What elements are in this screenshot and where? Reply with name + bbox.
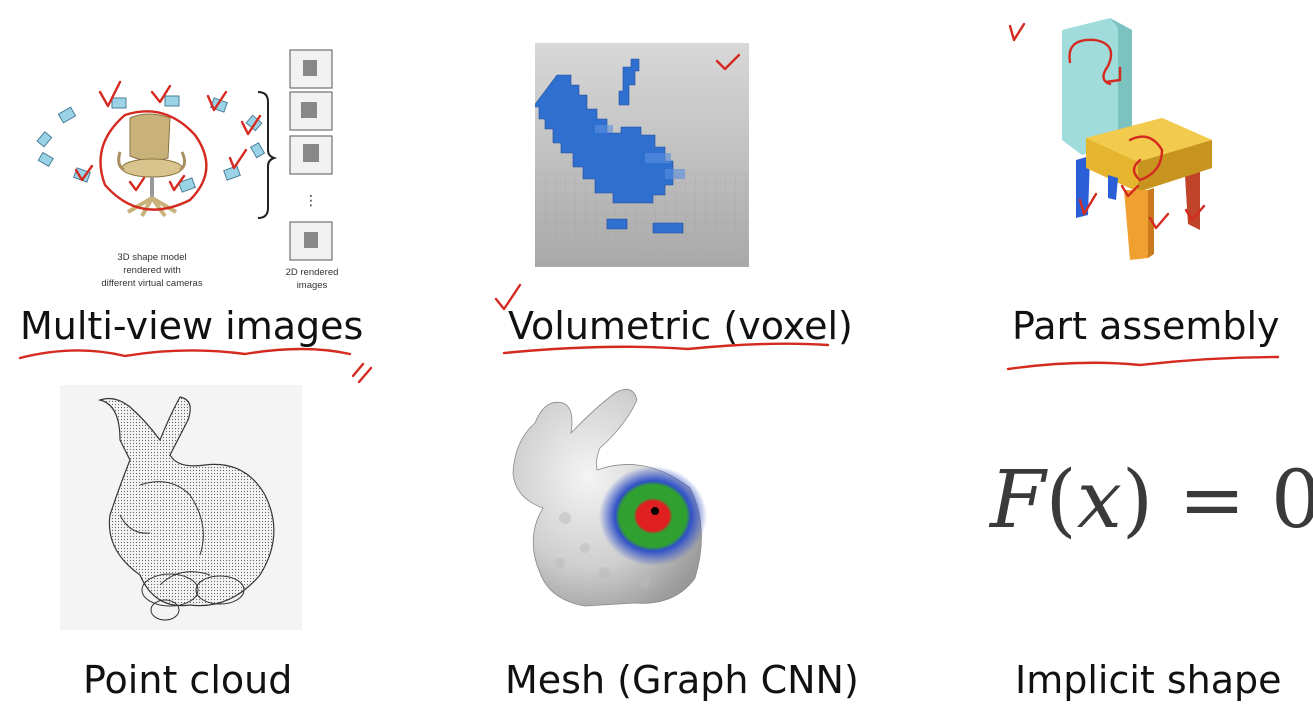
rendered-caption-line2: images	[297, 280, 328, 291]
model-caption-line2: rendered with	[123, 265, 181, 276]
caption-mesh: Mesh (Graph CNN)	[505, 658, 859, 702]
caption-implicit-shape: Implicit shape	[1015, 658, 1282, 702]
caption-underline-part-assembly	[1006, 355, 1280, 371]
caption-point-cloud: Point cloud	[83, 658, 293, 702]
rendered-caption-line1: 2D rendered	[286, 267, 339, 278]
formula-open-paren: (	[1045, 453, 1077, 546]
point-cloud-bunny-image	[60, 385, 302, 630]
caption-multiview-images: Multi-view images	[20, 304, 364, 348]
chair-parts-image	[1000, 10, 1220, 265]
ellipsis-dots: ⋮	[304, 193, 318, 209]
formula-function: F	[990, 453, 1046, 546]
formula-variable: x	[1076, 453, 1122, 546]
caption-part-assembly: Part assembly	[1012, 304, 1280, 348]
voxel-bunny-image	[535, 43, 749, 267]
office-chair-image	[117, 113, 187, 218]
handwritten-checkmarks	[74, 80, 262, 211]
caption-underline-volumetric	[494, 283, 830, 355]
virtual-camera-icons	[36, 95, 266, 193]
implicit-formula: F(x) = 0	[990, 450, 1313, 550]
mesh-bunny-image	[505, 378, 715, 628]
caption-underline-multiview	[18, 347, 373, 384]
formula-rest: ) = 0	[1121, 453, 1313, 546]
caption-volumetric: Volumetric (voxel)	[508, 304, 853, 348]
model-caption-line1: 3D shape model	[117, 252, 186, 263]
multiview-figure: ⋮ 3D shape model rendered with different…	[20, 40, 350, 295]
model-caption-line3: different virtual cameras	[101, 278, 202, 289]
